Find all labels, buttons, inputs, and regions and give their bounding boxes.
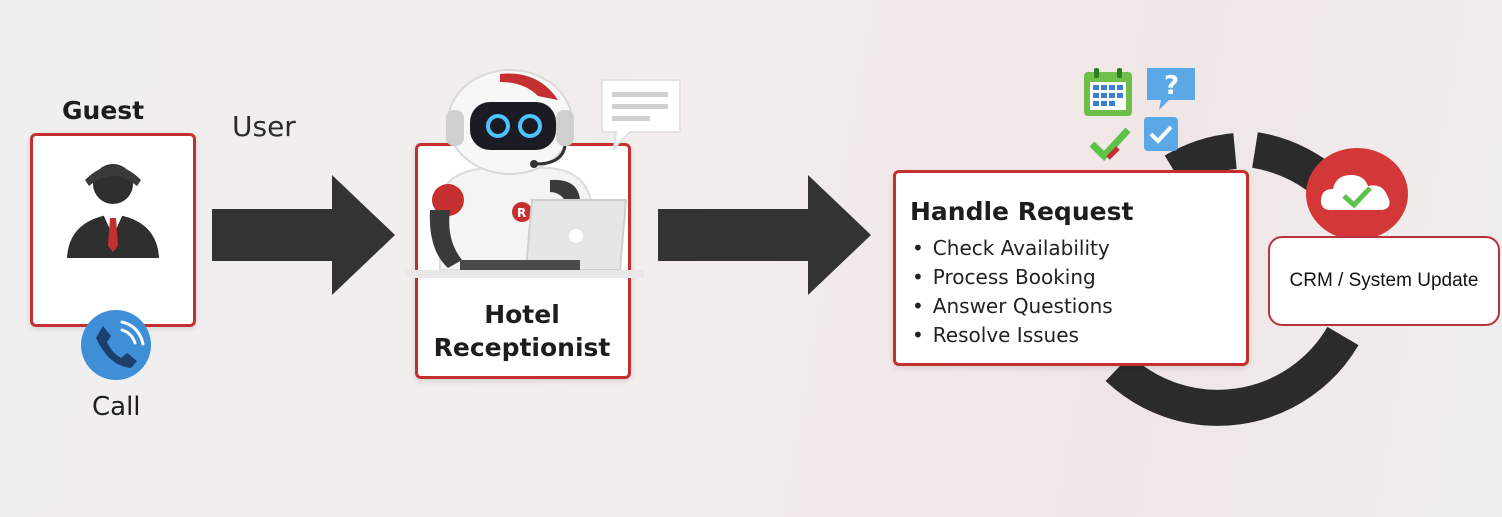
phone-icon[interactable] <box>79 308 153 382</box>
receptionist-title-line2: Receptionist <box>433 333 611 362</box>
flow-arrow-2 <box>658 175 871 295</box>
user-label: User <box>232 110 296 143</box>
list-item: Check Availability <box>912 234 1113 263</box>
checkmark-icon <box>1089 127 1131 162</box>
guest-card <box>30 133 196 327</box>
svg-text:R: R <box>517 206 526 220</box>
question-icon: ? <box>1147 68 1195 110</box>
person-icon <box>67 164 159 258</box>
call-label: Call <box>92 392 141 422</box>
calendar-icon <box>1084 68 1132 116</box>
cloud-check-icon <box>1306 148 1408 240</box>
receptionist-title: Hotel Receptionist <box>418 298 626 364</box>
list-item: Resolve Issues <box>912 321 1113 350</box>
svg-text:?: ? <box>1164 71 1179 101</box>
handle-request-list: Check Availability Process Booking Answe… <box>912 234 1113 350</box>
robot-icon: R <box>406 69 644 278</box>
chat-bubble-icon <box>601 79 681 151</box>
handle-request-title: Handle Request <box>910 197 1134 226</box>
checkbox-icon <box>1144 117 1178 151</box>
guest-title: Guest <box>62 96 145 125</box>
crm-update-box: CRM / System Update <box>1268 236 1500 326</box>
crm-update-label: CRM / System Update <box>1289 270 1479 291</box>
list-item: Answer Questions <box>912 292 1113 321</box>
receptionist-title-line1: Hotel <box>484 300 560 329</box>
flow-arrow-1 <box>212 175 395 295</box>
list-item: Process Booking <box>912 263 1113 292</box>
